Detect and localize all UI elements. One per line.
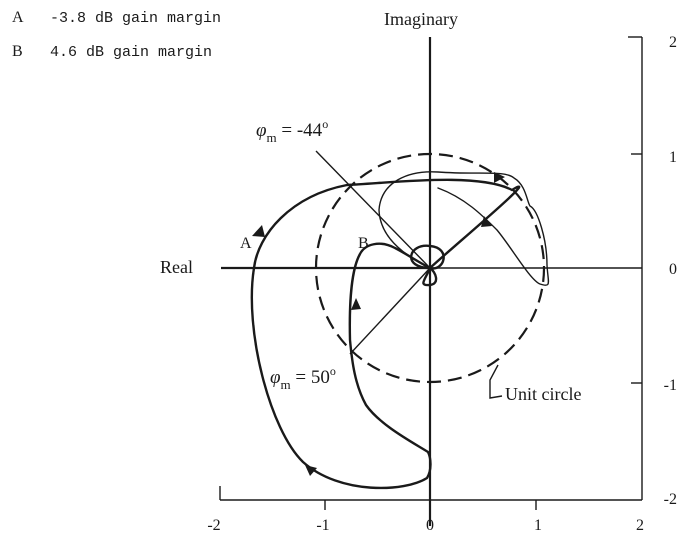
- curve-a: [250, 178, 521, 490]
- phase-margin-top-label: φm = -44o: [256, 117, 328, 145]
- arrow-a-inner: [351, 298, 361, 310]
- x-tick-labels: -2 -1 0 1 2: [207, 517, 644, 534]
- arrow-a-upper: [252, 225, 265, 237]
- legend-b-letter: B: [12, 43, 23, 60]
- real-axis-label: Real: [160, 257, 193, 277]
- phase-margin-bottom-symbol: φ: [270, 367, 281, 388]
- legend: A -3.8 dB gain margin B 4.6 dB gain marg…: [12, 9, 221, 61]
- phase-margin-bottom-value: = 50: [291, 367, 330, 388]
- arrow-b-inner: [481, 216, 492, 227]
- axes: [219, 36, 643, 526]
- y-tick-label: -1: [664, 377, 677, 394]
- legend-a-letter: A: [12, 9, 24, 26]
- curve-b: [378, 171, 550, 286]
- phase-margin-top-sub: m: [267, 130, 277, 145]
- x-tick-label: -1: [316, 517, 329, 534]
- y-tick-label: -2: [664, 491, 677, 508]
- phase-margin-bottom-sub: m: [281, 377, 291, 392]
- x-tick-label: 0: [426, 517, 434, 534]
- phase-margin-line-top: [315, 150, 431, 269]
- legend-a-text: -3.8 dB gain margin: [50, 10, 221, 27]
- curve-b-label: B: [358, 235, 369, 252]
- x-tick-label: 1: [534, 517, 542, 534]
- y-tick-label: 2: [669, 34, 677, 51]
- direction-arrows: [252, 172, 505, 476]
- phase-margin-bottom-label: φm = 50o: [270, 364, 336, 392]
- y-tick-labels: 2 1 0 -1 -2: [664, 34, 677, 508]
- phase-margin-top-value: = -44: [277, 120, 323, 141]
- origin-loop: [410, 244, 445, 287]
- imaginary-axis-label: Imaginary: [384, 9, 458, 29]
- x-tick-label: -2: [207, 517, 220, 534]
- arrow-a-lower: [305, 465, 317, 476]
- phase-margin-top-symbol: φ: [256, 120, 267, 141]
- curve-a-label: A: [240, 235, 252, 252]
- y-tick-label: 0: [669, 261, 677, 278]
- unit-circle-label: Unit circle: [505, 384, 581, 404]
- unit-circle: [314, 152, 546, 384]
- y-tick-label: 1: [669, 149, 677, 166]
- phase-margin-top-deg: o: [322, 117, 328, 131]
- phase-margin-bottom-deg: o: [330, 364, 336, 378]
- legend-b-text: 4.6 dB gain margin: [50, 44, 212, 61]
- unit-circle-leader: [489, 364, 503, 399]
- arrow-b-upper: [494, 172, 505, 183]
- phase-margin-line-bottom: [349, 267, 431, 355]
- x-tick-label: 2: [636, 517, 644, 534]
